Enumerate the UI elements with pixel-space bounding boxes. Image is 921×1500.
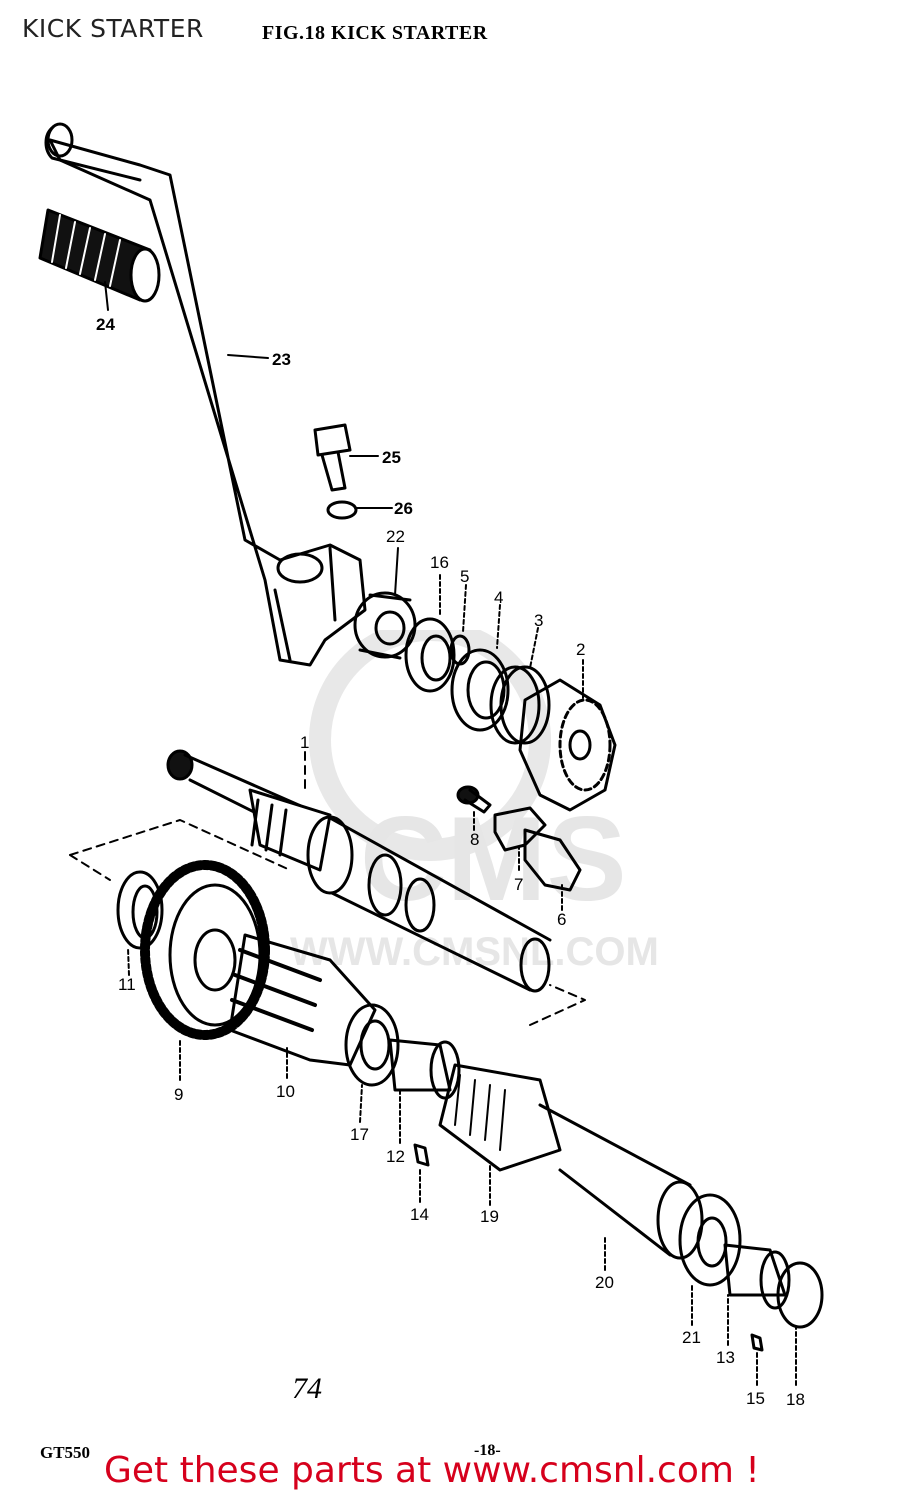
bolt-8-part xyxy=(456,785,492,814)
callout-22: 22 xyxy=(386,527,405,546)
callout-21: 21 xyxy=(682,1328,701,1347)
idle-gear-part xyxy=(140,860,270,1040)
guide-plate-7-part xyxy=(493,806,547,852)
callout-14: 14 xyxy=(410,1205,429,1224)
callout-18: 18 xyxy=(786,1390,805,1409)
callout-10: 10 xyxy=(276,1082,295,1101)
callout-24: 24 xyxy=(96,315,115,334)
callout-labels: 23 24 25 26 22 16 5 4 3 2 1 8 7 6 11 9 1… xyxy=(96,315,805,1409)
callout-12: 12 xyxy=(386,1147,405,1166)
kick-lever-part xyxy=(44,122,367,667)
kick-rubber-part xyxy=(38,208,161,303)
callout-6: 6 xyxy=(557,910,566,929)
washer-part xyxy=(326,500,358,520)
pin-14-part xyxy=(413,1143,430,1167)
callout-19: 19 xyxy=(480,1207,499,1226)
model-code: GT550 xyxy=(40,1443,91,1462)
washer-21-part xyxy=(678,1193,742,1287)
spring-coil-3-part xyxy=(489,665,551,745)
page-number: 74 xyxy=(292,1372,322,1405)
callout-1: 1 xyxy=(300,733,309,752)
callout-15: 15 xyxy=(746,1389,765,1408)
bearing-13-part xyxy=(723,1243,791,1310)
callout-17: 17 xyxy=(350,1125,369,1144)
callout-11: 11 xyxy=(118,975,136,994)
spring-4-part xyxy=(450,648,510,732)
page-title: KICK STARTER xyxy=(22,14,204,43)
callout-13: 13 xyxy=(716,1348,735,1367)
stopper-6-part xyxy=(523,828,582,892)
callout-16: 16 xyxy=(430,553,449,572)
shaft-20-part xyxy=(538,1103,704,1260)
watermark-ring xyxy=(309,630,551,861)
callout-23: 23 xyxy=(272,350,291,369)
kick-shaft-part xyxy=(166,749,552,993)
ring-16-part xyxy=(404,617,456,693)
leader-lines xyxy=(104,281,797,1386)
watermark-url: WWW.CMSNL.COM xyxy=(290,930,659,974)
callout-25: 25 xyxy=(382,448,401,467)
kick-gear-part xyxy=(518,678,617,812)
callout-20: 20 xyxy=(595,1273,614,1292)
callout-7: 7 xyxy=(514,875,523,894)
assembly-guide xyxy=(69,751,586,1026)
sheet-number: -18- xyxy=(474,1442,501,1459)
callout-2: 2 xyxy=(576,640,585,659)
pin-15-part xyxy=(750,1333,764,1352)
callout-4: 4 xyxy=(494,588,503,607)
cap-18-part xyxy=(776,1261,824,1329)
callout-26: 26 xyxy=(394,499,413,518)
bolt-part xyxy=(313,423,352,492)
callout-8: 8 xyxy=(470,830,479,849)
callout-9: 9 xyxy=(174,1085,183,1104)
callout-3: 3 xyxy=(534,611,543,630)
callout-5: 5 xyxy=(460,567,469,586)
figure-title: FIG.18 KICK STARTER xyxy=(262,22,488,44)
parts-banner-link[interactable]: Get these parts at www.cmsnl.com ! xyxy=(104,1450,760,1491)
spline-19-part xyxy=(438,1063,562,1172)
